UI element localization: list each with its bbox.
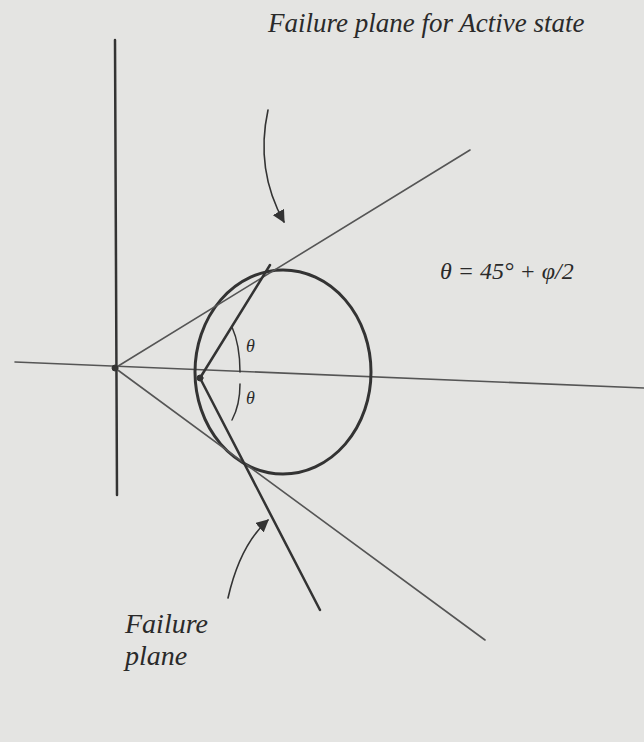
note-label: Failure plane for Active state [268, 8, 584, 39]
leader-line [264, 110, 284, 222]
angle-label: θ [246, 336, 255, 357]
equation-label: θ = 45° + φ/2 [440, 258, 574, 286]
angle-arc [232, 384, 240, 420]
point [112, 365, 118, 371]
axis-line [15, 362, 644, 388]
wall-line [115, 40, 117, 495]
point [197, 375, 203, 381]
angle-arc [232, 327, 240, 372]
passive-failure-plane [200, 378, 320, 610]
circle [195, 270, 371, 474]
tangent-line-lower [115, 368, 485, 640]
active-failure-plane [200, 265, 270, 378]
tangent-line-upper [115, 150, 470, 368]
note-label: Failure plane [125, 608, 275, 672]
leader-line [228, 520, 268, 598]
angle-label: θ [246, 388, 255, 409]
